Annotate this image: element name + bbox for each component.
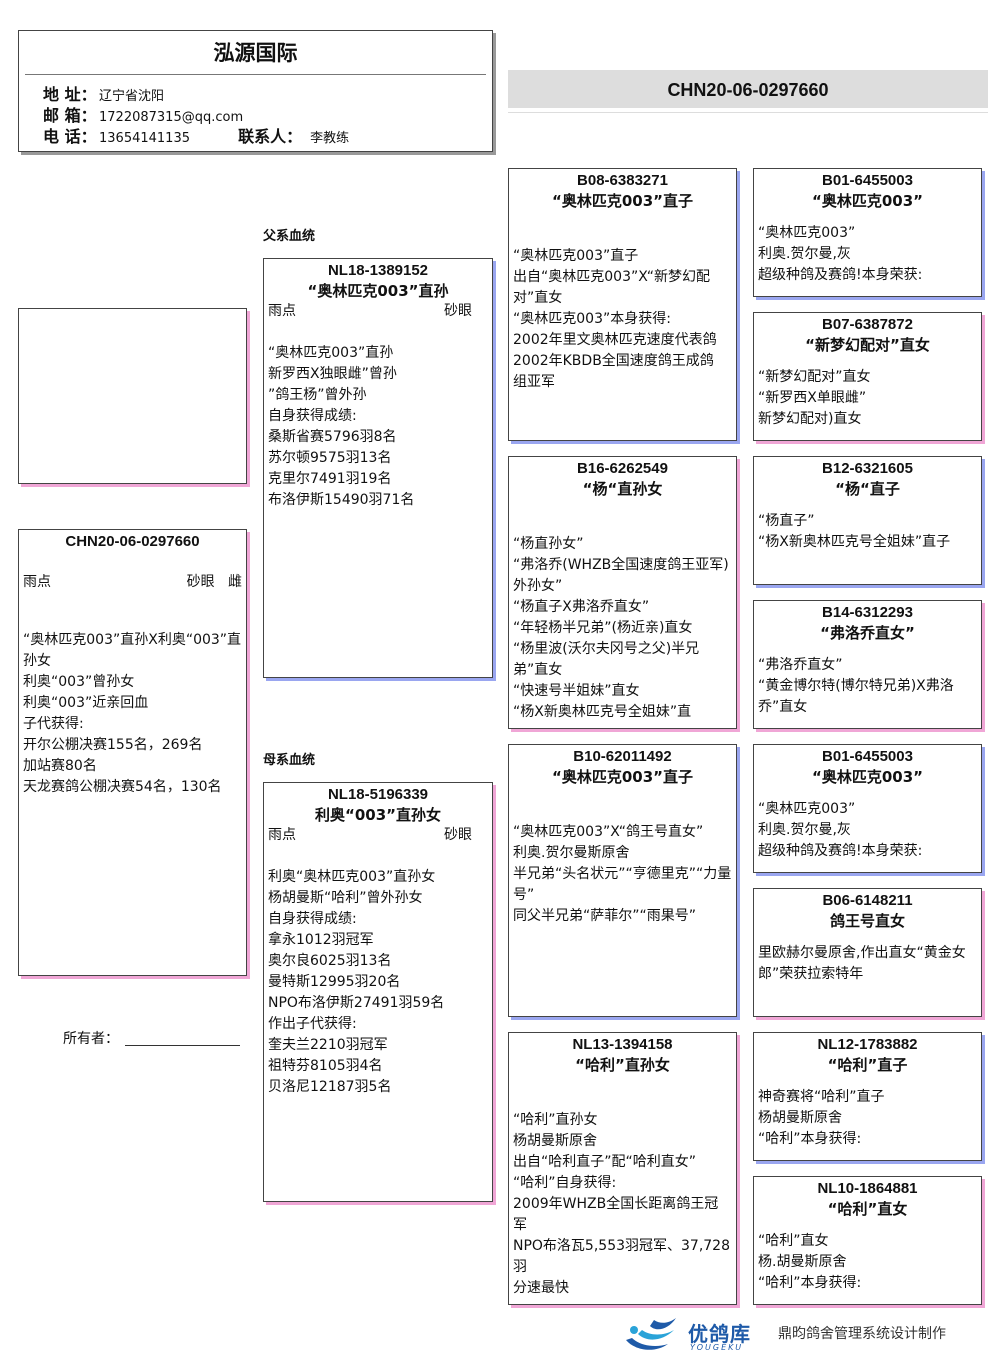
great-grandparent-card: B12-6321605 “杨“直子 “杨直子” “杨Ⅹ新奥林匹克号全姐妹”直子 <box>753 456 982 585</box>
grandparent-card: B16-6262549 “杨“直孙女 “杨直孙女” “弗洛乔(WHZB全国速度鸽… <box>508 456 737 729</box>
dam-eye2: 砂眼 <box>444 827 472 843</box>
dam-line-label: 母系血统 <box>263 753 316 768</box>
footer-credit: 鼎昀鸽舍管理系统设计制作 <box>778 1326 946 1342</box>
ggp-ring: NL10-1864881 <box>817 1180 918 1197</box>
great-grandparent-card: B14-6312293 “弗洛乔直女” “弗洛乔直女” “黄金博尔特(博尔特兄弟… <box>753 600 982 729</box>
ggp-description: “新梦幻配对”直女 “新罗西X单眼雌” 新梦幻配对)直女 <box>758 369 871 427</box>
footer: 优鸽库 YOUGEKU 鼎昀鸽舍管理系统设计制作 <box>620 1310 1000 1360</box>
sire-description: “奥林匹克003”直孙 新罗西X独眼雌”曾孙 ”鸽王杨”曾外孙 自身获得成绩: … <box>268 345 415 508</box>
email-label: 邮 箱： <box>43 106 97 125</box>
ggp-ring: NL12-1783882 <box>817 1036 918 1053</box>
dam-ring: NL18-5196339 <box>327 786 429 803</box>
dam-card: NL18-5196339 利奥“003”直孙女 雨点 砂眼 利奥“奥林匹克003… <box>263 782 493 1202</box>
gp-description: “奥林匹克003”直子 出自“奥林匹克003”X“新梦幻配对”直女 “奥林匹克0… <box>513 248 717 390</box>
ring-number-header: CHN20-06-0297660 <box>508 70 988 110</box>
sire-ring: NL18-1389152 <box>327 262 429 279</box>
phone-label: 电 话： <box>43 127 97 146</box>
company-info-box: 泓源国际 地 址：辽宁省沈阳 邮 箱：1722087315@qq.com 电 话… <box>18 30 493 152</box>
email-value: 1722087315@qq.com <box>99 110 244 125</box>
owner-line: 所有者： <box>63 1028 240 1048</box>
subject-sex: 雌 <box>228 574 242 590</box>
gp-ring: B16-6262549 <box>577 460 668 477</box>
owner-blank <box>125 1033 240 1046</box>
ggp-ring: B12-6321605 <box>822 460 913 477</box>
phone-value: 13654141135 <box>99 131 190 146</box>
great-grandparent-card: B06-6148211 鸽王号直女 里欧赫尔曼原舍,作出直女“黄金女郎”荣获拉索… <box>753 888 982 1017</box>
sire-attributes: 雨点 砂眼 <box>264 301 492 321</box>
ggp-description: 神奇赛将“哈利”直子 杨胡曼斯原舍 “哈利”本身获得: <box>758 1089 885 1147</box>
sire-line-label: 父系血统 <box>263 229 316 244</box>
great-grandparent-card: NL12-1783882 “哈利”直子 神奇赛将“哈利”直子 杨胡曼斯原舍 “哈… <box>753 1032 982 1161</box>
ggp-name: 鸽王号直女 <box>829 912 905 930</box>
gp-ring: B10-62011492 <box>573 748 672 765</box>
subject-ring: CHN20-06-0297660 <box>65 533 200 550</box>
address-value: 辽宁省沈阳 <box>99 89 165 104</box>
grandparent-card: NL13-1394158 “哈利”直孙女 “哈利”直孙女 杨胡曼斯原舍 出自“哈… <box>508 1032 737 1305</box>
ggp-name: “杨“直子 <box>835 480 900 498</box>
gp-ring: NL13-1394158 <box>572 1036 673 1053</box>
great-grandparent-card: B07-6387872 “新梦幻配对”直女 “新梦幻配对”直女 “新罗西X单眼雌… <box>753 312 982 441</box>
ggp-name: “奥林匹克003” <box>811 768 924 786</box>
owner-label: 所有者： <box>63 1031 119 1047</box>
email-row: 邮 箱：1722087315@qq.com <box>43 106 243 128</box>
phone-row: 电 话：13654141135 联系人： 李教练 <box>43 127 349 149</box>
ggp-description: “奥林匹克003” 利奥.贺尔曼,灰 超级种鸽及赛鸽!本身荣获: <box>758 225 923 283</box>
dam-description: 利奥“奥林匹克003”直孙女 杨胡曼斯“哈利”曾外孙女 自身获得成绩: 拿永10… <box>268 869 445 1095</box>
ggp-ring: B06-6148211 <box>822 892 913 909</box>
great-grandparent-card: NL10-1864881 “哈利”直女 “哈利”直女 杨.胡曼斯原舍 “哈利”本… <box>753 1176 982 1305</box>
contact-value: 李教练 <box>310 131 350 146</box>
address-row: 地 址：辽宁省沈阳 <box>43 85 164 107</box>
ggp-ring: B14-6312293 <box>822 604 913 621</box>
brand-name: 优鸽库 <box>688 1322 751 1346</box>
sire-name: “奥林匹克003”直孙 <box>307 282 449 300</box>
gp-description: “哈利”直孙女 杨胡曼斯原舍 出自“哈利直子”配“哈利直女” “哈利”自身获得:… <box>513 1112 730 1296</box>
ggp-description: 里欧赫尔曼原舍,作出直女“黄金女郎”荣获拉索特年 <box>758 945 966 982</box>
gp-description: “奥林匹克003”X“鸽王号直女” 利奥.贺尔曼斯原舍 半兄弟“头名状元”“亨德… <box>513 824 732 924</box>
brand-logo-icon <box>626 1318 676 1350</box>
ggp-ring: B01-6455003 <box>822 748 913 765</box>
sire-card: NL18-1389152 “奥林匹克003”直孙 雨点 砂眼 “奥林匹克003”… <box>263 258 493 678</box>
brand-name-en: YOUGEKU <box>690 1343 744 1352</box>
pigeon-photo-frame <box>18 308 247 484</box>
dam-name: 利奥“003”直孙女 <box>314 806 442 824</box>
ggp-name: “弗洛乔直女” <box>820 624 915 642</box>
contact-label: 联系人： <box>238 127 303 146</box>
subject-eye: 雨点 <box>23 574 51 590</box>
ggp-description: “弗洛乔直女” “黄金博尔特(博尔特兄弟)X弗洛乔”直女 <box>758 657 954 715</box>
gp-name: “奥林匹克003”直子 <box>551 768 694 786</box>
ggp-description: “哈利”直女 杨.胡曼斯原舍 “哈利”本身获得: <box>758 1233 862 1291</box>
ggp-description: “奥林匹克003” 利奥.贺尔曼,灰 超级种鸽及赛鸽!本身荣获: <box>758 801 923 859</box>
ggp-name: “奥林匹克003” <box>811 192 924 210</box>
grandparent-card: B08-6383271 “奥林匹克003”直子 “奥林匹克003”直子 出自“奥… <box>508 168 737 441</box>
sire-eye2: 砂眼 <box>444 303 472 319</box>
company-name: 泓源国际 <box>213 41 298 65</box>
sire-eye: 雨点 <box>268 303 296 319</box>
gp-ring: B08-6383271 <box>577 172 668 189</box>
subject-description: “奥林匹克003”直孙X利奥“003”直孙女 利奥“003”曾孙女 利奥“003… <box>23 632 242 795</box>
gp-name: “哈利”直孙女 <box>575 1056 670 1074</box>
header-underline <box>508 112 988 113</box>
subject-eye2: 砂眼 <box>186 574 215 590</box>
dam-attributes: 雨点 砂眼 <box>264 825 492 845</box>
ggp-name: “新梦幻配对”直女 <box>805 336 930 354</box>
ggp-name: “哈利”直子 <box>827 1056 908 1074</box>
great-grandparent-card: B01-6455003 “奥林匹克003” “奥林匹克003” 利奥.贺尔曼,灰… <box>753 168 982 297</box>
ggp-name: “哈利”直女 <box>827 1200 908 1218</box>
gp-name: “奥林匹克003”直子 <box>551 192 694 210</box>
divider <box>25 74 486 75</box>
great-grandparent-card: B01-6455003 “奥林匹克003” “奥林匹克003” 利奥.贺尔曼,灰… <box>753 744 982 873</box>
ggp-description: “杨直子” “杨Ⅹ新奥林匹克号全姐妹”直子 <box>758 513 951 550</box>
gp-description: “杨直孙女” “弗洛乔(WHZB全国速度鸽王亚军)外孙女” “杨直子X弗洛乔直女… <box>513 536 729 720</box>
gp-name: “杨“直孙女 <box>582 480 663 498</box>
address-label: 地 址： <box>43 85 97 104</box>
subject-card: CHN20-06-0297660 雨点 砂眼 雌 “奥林匹克003”直孙X利奥“… <box>18 529 247 976</box>
grandparent-card: B10-62011492 “奥林匹克003”直子 “奥林匹克003”X“鸽王号直… <box>508 744 737 1017</box>
ggp-ring: B07-6387872 <box>822 316 913 333</box>
subject-attributes: 雨点 砂眼 雌 <box>19 572 246 592</box>
ggp-ring: B01-6455003 <box>822 172 913 189</box>
dam-eye: 雨点 <box>268 827 296 843</box>
